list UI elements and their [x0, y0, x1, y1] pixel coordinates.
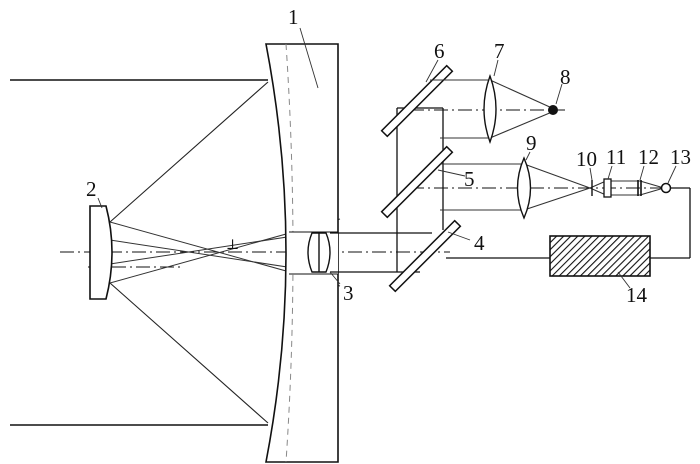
secondary-mirror-body [89, 205, 113, 300]
label-11: 11 [606, 145, 626, 169]
upper-channel-rays [430, 79, 553, 139]
incoming-beam [10, 79, 268, 426]
lens-7 [483, 73, 497, 145]
label-1: 1 [288, 5, 299, 29]
label-5: 5 [464, 167, 475, 191]
leader-8 [555, 83, 563, 105]
label-2: 2 [86, 177, 97, 201]
leader-3 [329, 271, 341, 285]
middle-conv-bottom [523, 187, 591, 211]
component-labels: 1 2 3 4 5 6 7 8 9 10 11 12 13 14 [86, 5, 691, 307]
label-4: 4 [474, 231, 485, 255]
leader-4 [447, 231, 471, 241]
leader-12 [639, 165, 645, 181]
focus-mark: ⊥ [226, 238, 239, 253]
detector-8 [548, 105, 558, 115]
primary-mirror [265, 43, 339, 463]
processing-unit-14 [549, 235, 651, 277]
upper-conv-bottom [489, 111, 553, 139]
ray-conv-3 [109, 239, 321, 273]
ray-conv-4 [109, 231, 321, 265]
label-6: 6 [434, 39, 445, 63]
leader-1 [299, 27, 319, 89]
leader-lines [97, 27, 677, 289]
leader-14 [617, 271, 631, 289]
middle-conv-top [523, 163, 591, 189]
label-10: 10 [576, 147, 597, 171]
middle-channel-rays [440, 163, 665, 211]
beam-splitter-4 [388, 219, 462, 293]
label-9: 9 [526, 131, 537, 155]
element-11 [603, 178, 612, 198]
ray-bottom-reflect [109, 282, 269, 424]
secondary-mirror [89, 205, 113, 300]
label-12: 12 [638, 145, 659, 169]
element-12 [637, 180, 642, 196]
detector-13 [660, 182, 672, 194]
leader-10 [589, 167, 593, 181]
beam-splitters [380, 64, 462, 293]
wiring [446, 187, 691, 259]
lens-9 [516, 156, 532, 220]
label-8: 8 [560, 65, 571, 89]
upper-conv-top [489, 79, 553, 109]
relay-lens [307, 232, 331, 273]
label-3: 3 [343, 281, 354, 305]
primary-to-secondary-rays [109, 81, 269, 424]
ray-top-reflect [109, 81, 269, 223]
leader-5 [437, 169, 466, 177]
leader-6 [425, 59, 439, 83]
final-top [639, 180, 665, 189]
leader-9 [525, 151, 531, 161]
leader-11 [607, 165, 613, 180]
label-7: 7 [494, 39, 505, 63]
mirror-6 [380, 64, 454, 138]
leader-7 [493, 59, 499, 77]
label-13: 13 [670, 145, 691, 169]
label-14: 14 [626, 283, 648, 307]
converging-rays [109, 218, 341, 287]
beam-splitter-5 [380, 145, 454, 219]
final-bottom [639, 187, 665, 196]
leader-13 [667, 165, 677, 184]
leader-2 [97, 197, 103, 209]
